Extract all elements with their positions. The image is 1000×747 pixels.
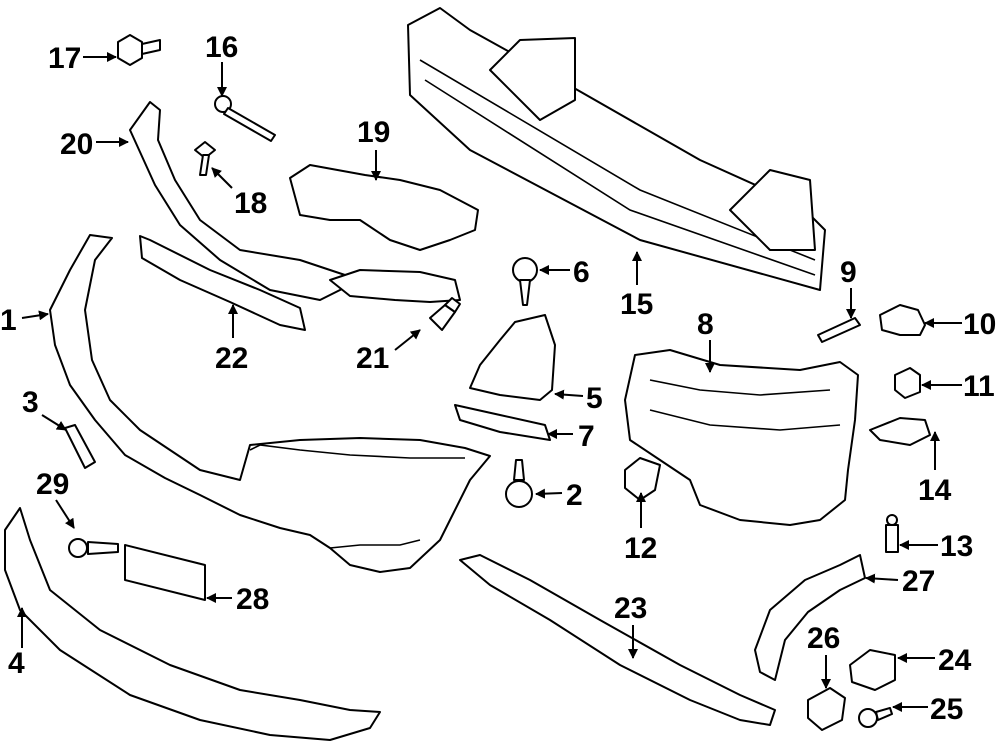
- callout-21: 21: [356, 342, 389, 375]
- callout-20: 20: [60, 128, 93, 161]
- part-24-sensor: [849, 649, 896, 691]
- part-1-bumper-cover: [49, 234, 491, 573]
- part-3-reflector: [64, 424, 96, 469]
- part-5-bracket: [469, 314, 556, 401]
- part-7-strip: [454, 404, 551, 441]
- callout-1: 1: [0, 304, 17, 337]
- callout-17: 17: [48, 42, 81, 75]
- callout-28: 28: [236, 583, 269, 616]
- leader-lines: [17, 52, 962, 712]
- part-19-bracket: [289, 164, 479, 251]
- callout-13: 13: [940, 530, 973, 563]
- callout-15: 15: [620, 288, 653, 321]
- callout-9: 9: [840, 256, 857, 289]
- callout-10: 10: [963, 308, 996, 341]
- part-29-bolt: [68, 538, 119, 558]
- part-26-bracket: [807, 687, 846, 731]
- callout-22: 22: [215, 342, 248, 375]
- part-17-bolt: [117, 34, 161, 66]
- part-28-license-plate-bracket: [124, 544, 206, 601]
- callout-5: 5: [586, 382, 603, 415]
- part-27-wheel-flare: [754, 554, 866, 681]
- part-12-clip: [624, 457, 661, 501]
- callout-labels: 1 2 3 4 5 6 7 8 9 10 11 12 13 14 15 16 1…: [0, 31, 996, 726]
- part-25-bolt: [858, 707, 893, 728]
- callout-27: 27: [902, 565, 935, 598]
- part-23-lower-absorber: [459, 554, 776, 726]
- part-4-lower-lip: [4, 507, 381, 741]
- callout-3: 3: [22, 386, 39, 419]
- part-15-reinforcement-beam: [407, 7, 826, 291]
- callout-29: 29: [36, 468, 69, 501]
- callout-12: 12: [624, 532, 657, 565]
- part-20-upper-bracket: [129, 101, 461, 303]
- part-8-grille-support: [624, 349, 859, 526]
- part-10-clip: [879, 304, 926, 336]
- callout-7: 7: [578, 420, 595, 453]
- callout-26: 26: [807, 622, 840, 655]
- callout-8: 8: [697, 308, 714, 341]
- callout-16: 16: [205, 31, 238, 64]
- callout-18: 18: [234, 187, 267, 220]
- callout-6: 6: [573, 256, 590, 289]
- part-14-bracket: [869, 417, 931, 446]
- part-22-absorber-strip: [139, 235, 306, 331]
- part-2-bolt: [505, 459, 533, 508]
- callout-14: 14: [918, 474, 952, 507]
- part-13-pin: [885, 514, 899, 553]
- callout-24: 24: [938, 644, 972, 677]
- callout-25: 25: [930, 693, 963, 726]
- part-11-nut: [894, 367, 921, 399]
- callout-23: 23: [614, 592, 647, 625]
- part-9-pad: [817, 317, 861, 343]
- callout-11: 11: [963, 370, 995, 403]
- part-21-push-pin: [429, 297, 461, 331]
- callout-19: 19: [357, 116, 390, 149]
- callout-4: 4: [8, 647, 25, 680]
- part-16-long-bolt: [214, 95, 276, 142]
- callout-2: 2: [566, 479, 583, 512]
- part-6-bolt: [512, 257, 538, 306]
- part-18-push-pin: [194, 141, 216, 176]
